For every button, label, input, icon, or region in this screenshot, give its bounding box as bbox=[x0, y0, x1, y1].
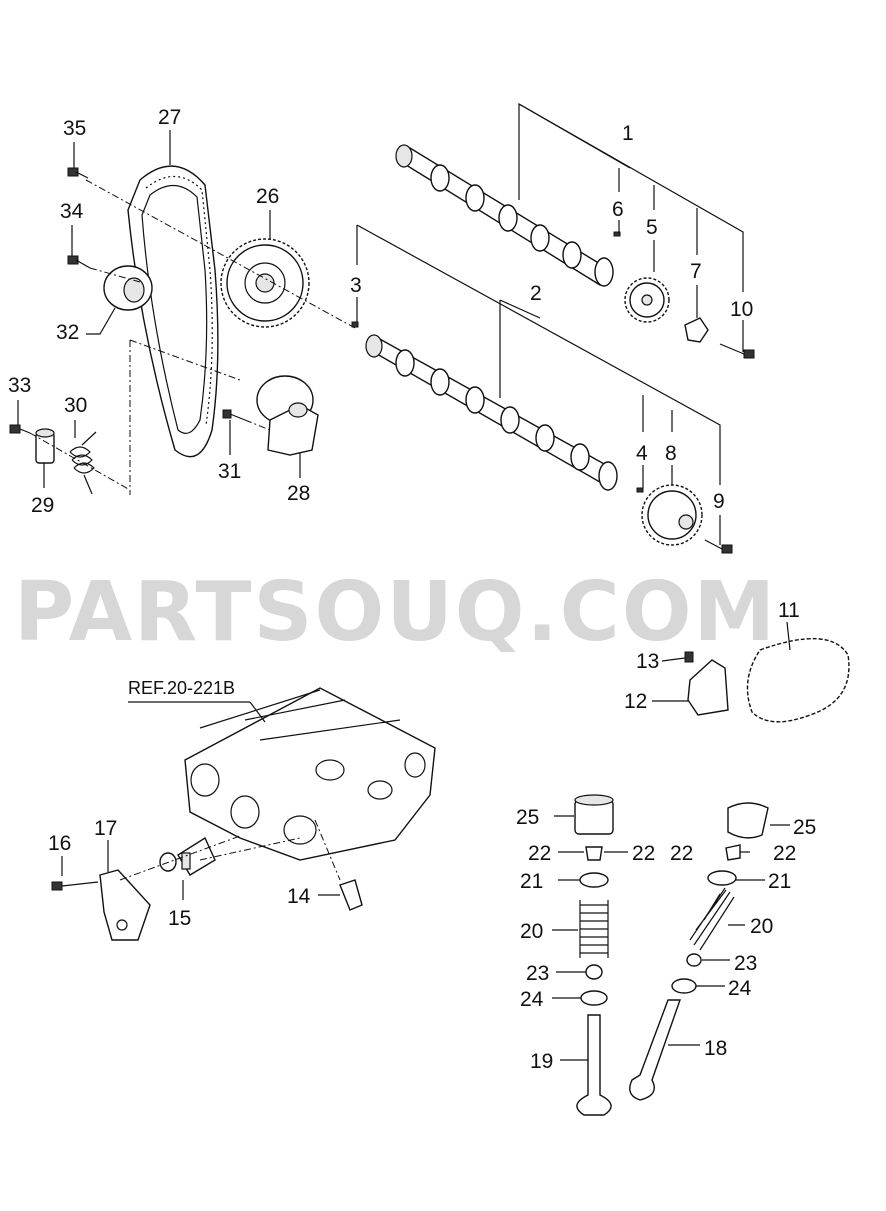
valve-train-center bbox=[552, 794, 628, 1116]
cylinder-head bbox=[128, 687, 436, 861]
callout-7: 7 bbox=[690, 260, 702, 283]
timing-chain-assembly bbox=[684, 621, 850, 723]
callout-8: 8 bbox=[665, 442, 677, 465]
callout-27: 27 bbox=[158, 106, 181, 129]
reference-label: REF.20-221B bbox=[128, 678, 235, 698]
callout-23-right: 23 bbox=[734, 952, 757, 975]
callout-10: 10 bbox=[730, 298, 753, 321]
callout-21-center: 21 bbox=[520, 870, 543, 893]
watermark-text: PARTSOUQ.COM bbox=[14, 565, 777, 660]
callout-34: 34 bbox=[60, 200, 84, 223]
callout-23-center: 23 bbox=[526, 962, 549, 985]
callout-18: 18 bbox=[704, 1037, 727, 1060]
callout-32: 32 bbox=[56, 321, 79, 344]
callout-21-right: 21 bbox=[768, 870, 791, 893]
callout-2: 2 bbox=[530, 282, 542, 305]
callout-30: 30 bbox=[64, 394, 87, 417]
callout-17: 17 bbox=[94, 817, 117, 840]
sensor-parts bbox=[51, 819, 363, 941]
callout-4: 4 bbox=[636, 442, 648, 465]
assembly-lines-left bbox=[29, 179, 356, 495]
callout-26: 26 bbox=[256, 185, 279, 208]
callout-6: 6 bbox=[612, 198, 624, 221]
tensioner-assembly bbox=[256, 375, 319, 456]
callout-22-center-left: 22 bbox=[528, 842, 551, 865]
callout-25-right: 25 bbox=[793, 816, 816, 839]
upper-cam-sprocket bbox=[613, 231, 755, 359]
upper-camshaft bbox=[395, 144, 614, 287]
callout-1: 1 bbox=[622, 122, 634, 145]
callout-12: 12 bbox=[624, 690, 647, 713]
leader-lines-left bbox=[17, 130, 688, 702]
callout-28: 28 bbox=[287, 482, 310, 505]
callout-33: 33 bbox=[8, 374, 31, 397]
callout-31: 31 bbox=[218, 460, 241, 483]
callout-19: 19 bbox=[530, 1050, 553, 1073]
callout-9: 9 bbox=[713, 490, 725, 513]
callout-24-right: 24 bbox=[728, 977, 752, 1000]
lower-camshaft bbox=[351, 321, 618, 491]
callout-16: 16 bbox=[48, 832, 71, 855]
callout-15: 15 bbox=[168, 907, 191, 930]
timing-belt bbox=[127, 165, 219, 458]
valve-train-right bbox=[629, 802, 790, 1101]
callout-22-right-left: 22 bbox=[670, 842, 693, 865]
callout-22-right-right: 22 bbox=[773, 842, 796, 865]
callout-24-center: 24 bbox=[520, 988, 544, 1011]
callout-22-center-right: 22 bbox=[632, 842, 655, 865]
bolts-left bbox=[9, 167, 246, 434]
callout-25-center: 25 bbox=[516, 806, 539, 829]
lower-cam-sprocket bbox=[636, 484, 733, 554]
callout-20-center: 20 bbox=[520, 920, 543, 943]
callout-14: 14 bbox=[287, 885, 311, 908]
tensioner-pulley bbox=[103, 265, 153, 311]
callout-35: 35 bbox=[63, 117, 86, 140]
callout-3: 3 bbox=[350, 274, 362, 297]
callout-13: 13 bbox=[636, 650, 659, 673]
spacer-and-spring bbox=[35, 428, 97, 495]
leader-lines-camshafts bbox=[356, 102, 744, 545]
callout-20-right: 20 bbox=[750, 915, 773, 938]
camshaft-sprocket bbox=[220, 238, 310, 328]
callout-11: 11 bbox=[778, 599, 800, 622]
callout-29: 29 bbox=[31, 494, 54, 517]
callout-5: 5 bbox=[646, 216, 658, 239]
